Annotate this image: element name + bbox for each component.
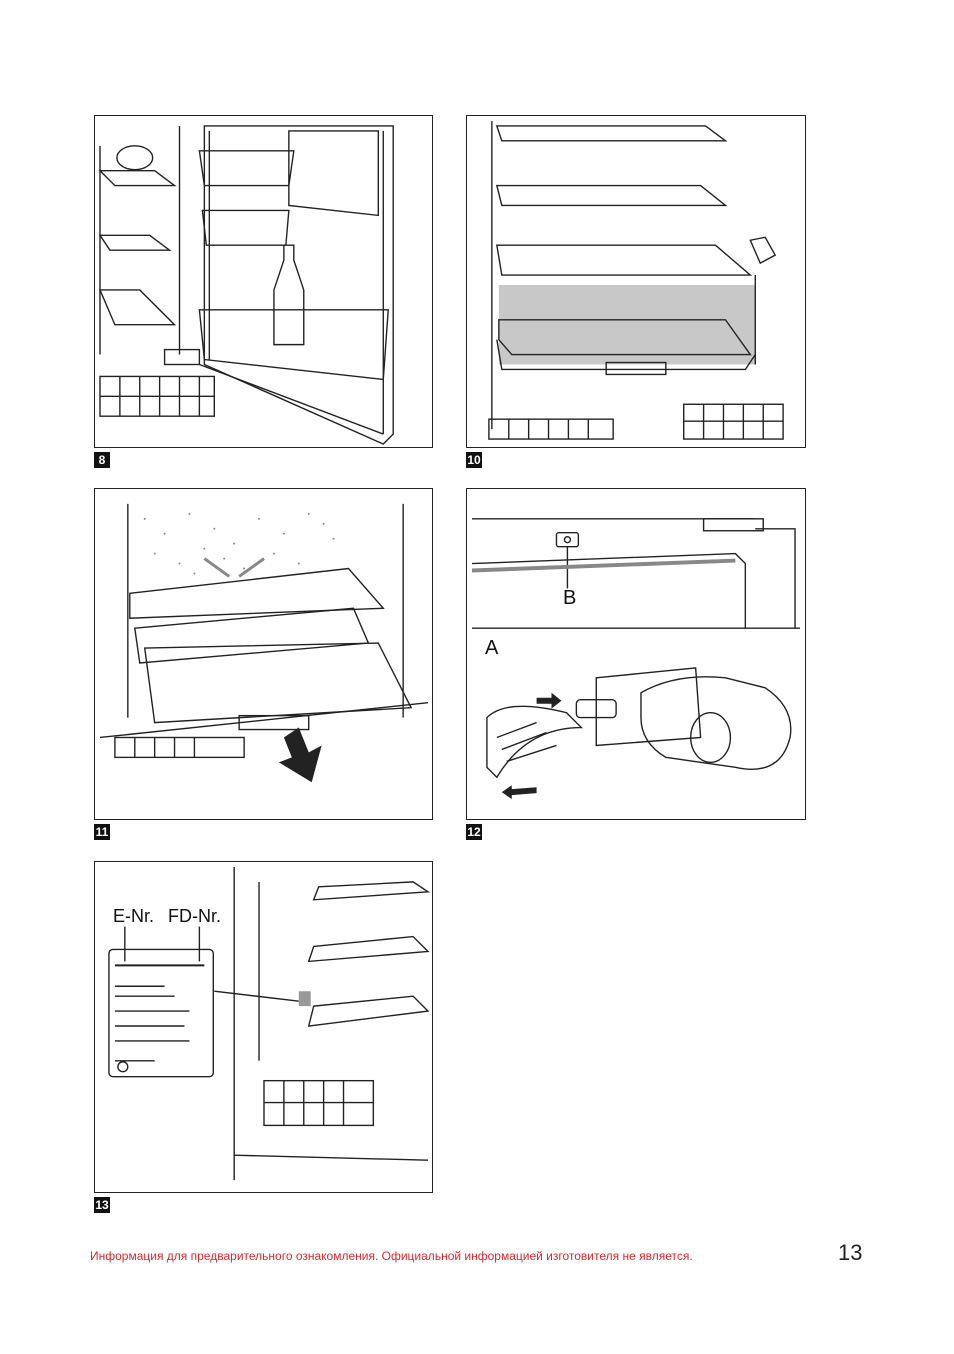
- figure-8-illustration: [94, 115, 433, 448]
- label-fd-nr: FD-Nr.: [168, 906, 221, 926]
- light-bulb-replacement-drawing: [471, 518, 801, 800]
- label-b: B: [563, 587, 577, 609]
- figure-8-number-badge: 8: [94, 452, 110, 468]
- figure-10-illustration: [466, 115, 806, 448]
- figure-12-illustration: B A: [466, 488, 806, 820]
- rating-plate-drawing: [108, 866, 431, 1181]
- fridge-door-shelves-drawing: [98, 125, 394, 445]
- drawer-removal-drawing: [99, 503, 429, 783]
- figure-12-number-badge: 12: [466, 824, 482, 840]
- figure-11-number-badge: 11: [94, 824, 110, 840]
- figure-11-illustration: [94, 488, 433, 820]
- page-number: 13: [838, 1240, 863, 1265]
- figure-13-number-badge: 13: [94, 1197, 110, 1213]
- figure-13-illustration: E-Nr. FD-Nr.: [94, 861, 433, 1193]
- footer-notice: Информация для предварительного ознакомл…: [90, 1249, 693, 1263]
- glass-shelves-drawing: [488, 120, 784, 440]
- label-e-nr: E-Nr.: [113, 906, 155, 926]
- label-a: A: [485, 637, 499, 659]
- figure-10-number-badge: 10: [466, 452, 482, 468]
